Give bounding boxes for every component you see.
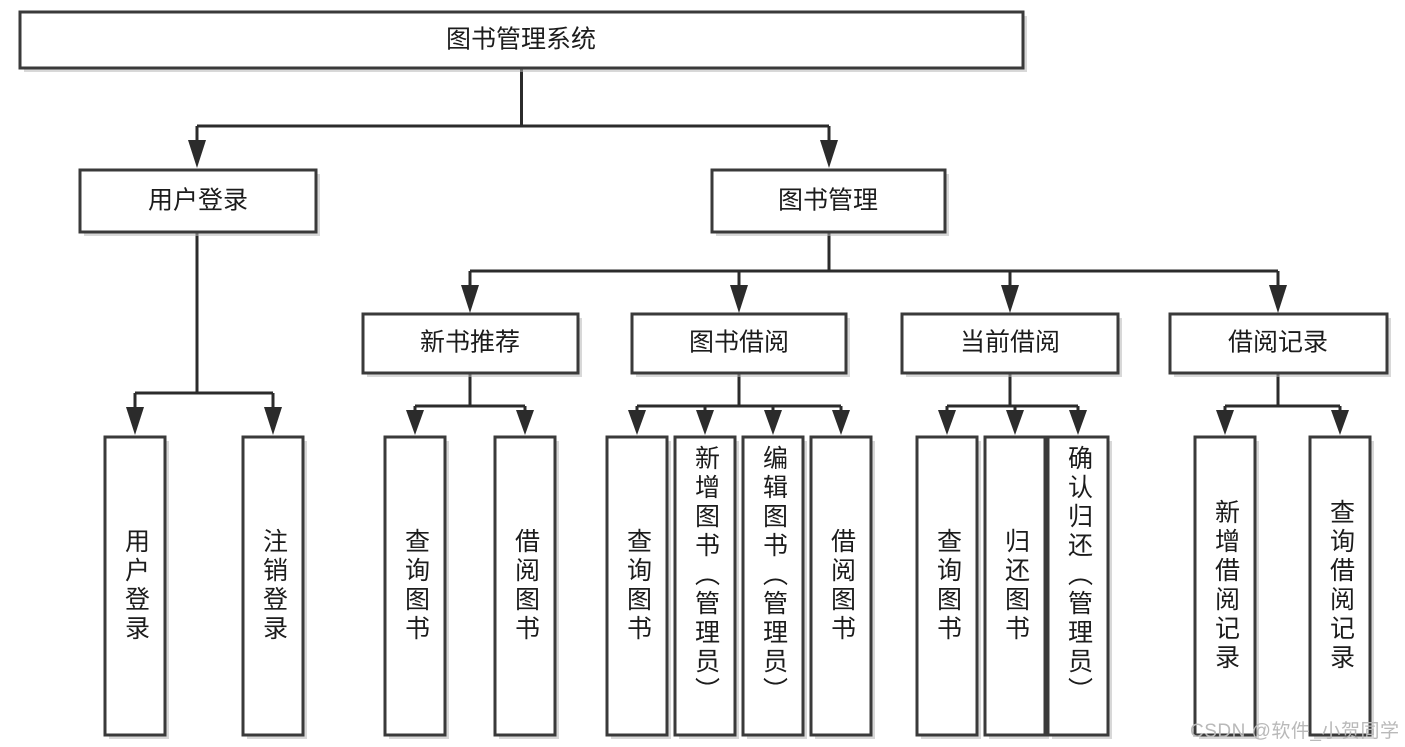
book-borrow-label: 图书借阅 <box>689 329 789 357</box>
arrow-rr-leaf1 <box>1216 410 1234 435</box>
borrow-record-box[interactable] <box>1168 312 1389 375</box>
current-borrow-label: 当前借阅 <box>960 329 1060 357</box>
leaf-box-11[interactable] <box>1193 435 1257 737</box>
leaf-box-4[interactable] <box>605 435 669 737</box>
arrow-cb-leaf3 <box>1069 410 1087 435</box>
node-user-login[interactable]: 用户登录 <box>78 168 320 236</box>
root-label: 图书管理系统 <box>446 26 596 54</box>
root-box[interactable] <box>18 10 1025 70</box>
arrow-cb-leaf2 <box>1006 410 1024 435</box>
arrow-bm-to-newbook <box>461 285 479 313</box>
node-root[interactable]: 图书管理系统 <box>18 10 1027 72</box>
new-book-recommend-label: 新书推荐 <box>420 329 520 357</box>
user-login-label: 用户登录 <box>148 187 248 215</box>
node-book-management[interactable]: 图书管理 <box>710 168 949 236</box>
node-current-borrow[interactable]: 当前借阅 <box>900 312 1122 377</box>
leaf-box-7[interactable] <box>809 435 873 737</box>
leaf-box-5[interactable] <box>673 435 737 737</box>
leaf-box-1[interactable] <box>241 435 305 737</box>
edges-group <box>126 68 1349 435</box>
leaf-box-2[interactable] <box>383 435 447 737</box>
arrow-bb-leaf2 <box>696 410 714 435</box>
book-borrow-box[interactable] <box>630 312 848 375</box>
leaf-box-12[interactable] <box>1308 435 1372 737</box>
arrow-root-to-user-login <box>188 140 206 168</box>
leaf-boxes-group <box>103 435 1374 739</box>
arrow-bm-to-record <box>1269 285 1287 313</box>
node-new-book-recommend[interactable]: 新书推荐 <box>361 312 582 377</box>
arrow-nb-leaf1 <box>406 410 424 435</box>
book-management-label: 图书管理 <box>778 187 878 215</box>
arrow-bb-leaf3 <box>764 410 782 435</box>
arrow-bm-to-current <box>1001 285 1019 313</box>
borrow-record-label: 借阅记录 <box>1228 329 1328 357</box>
book-management-box[interactable] <box>710 168 947 234</box>
node-borrow-record[interactable]: 借阅记录 <box>1168 312 1391 377</box>
arrow-ul-to-leaf1 <box>126 407 144 435</box>
new-book-recommend-box[interactable] <box>361 312 580 375</box>
leaf-box-8[interactable] <box>915 435 979 737</box>
node-book-borrow[interactable]: 图书借阅 <box>630 312 850 377</box>
arrow-rr-leaf2 <box>1331 410 1349 435</box>
arrow-root-to-book-mgmt <box>820 140 838 168</box>
arrow-nb-leaf2 <box>516 410 534 435</box>
current-borrow-box[interactable] <box>900 312 1120 375</box>
leaf-box-6[interactable] <box>741 435 805 737</box>
leaf-box-10[interactable] <box>1046 435 1110 737</box>
arrow-bm-to-borrow <box>730 285 748 313</box>
arrow-bb-leaf4 <box>832 410 850 435</box>
arrow-bb-leaf1 <box>628 410 646 435</box>
leaf-box-3[interactable] <box>493 435 557 737</box>
user-login-box[interactable] <box>78 168 318 234</box>
csdn-watermark: CSDN @软件_小贺同学 <box>1190 721 1400 742</box>
leaf-box-9[interactable] <box>983 435 1047 737</box>
leaf-box-0[interactable] <box>103 435 167 737</box>
arrow-ul-to-leaf2 <box>264 407 282 435</box>
arrow-cb-leaf1 <box>938 410 956 435</box>
